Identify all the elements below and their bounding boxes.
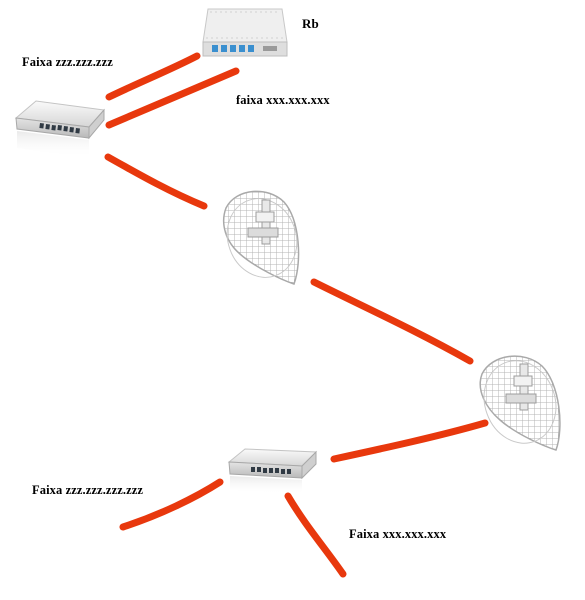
- link-switch-bottom-left: [119, 478, 224, 531]
- link-switch-antenna1: [104, 153, 208, 210]
- router-board-icon: [202, 8, 288, 57]
- faixa-top-right-label: faixa xxx.xxx.xxx: [236, 93, 330, 107]
- switch-icon: [14, 100, 105, 158]
- switch-icon: [227, 448, 318, 494]
- link-antenna1-antenna2: [310, 278, 474, 365]
- grid-antenna-icon: [222, 190, 300, 285]
- rb-label: Rb: [302, 16, 319, 31]
- faixa-top-left-label: Faixa zzz.zzz.zzz: [22, 55, 113, 69]
- link-antenna2-switch-bottom: [330, 419, 489, 463]
- link-switch-rb-xxx: [105, 67, 240, 129]
- grid-antenna-icon: [479, 355, 561, 451]
- faixa-bottom-right-label: Faixa xxx.xxx.xxx: [349, 527, 447, 541]
- faixa-bottom-left-label: Faixa zzz.zzz.zzz.zzz: [32, 483, 144, 497]
- link-switch-rb-zzz: [105, 52, 201, 101]
- link-switch-bottom-down: [284, 492, 347, 578]
